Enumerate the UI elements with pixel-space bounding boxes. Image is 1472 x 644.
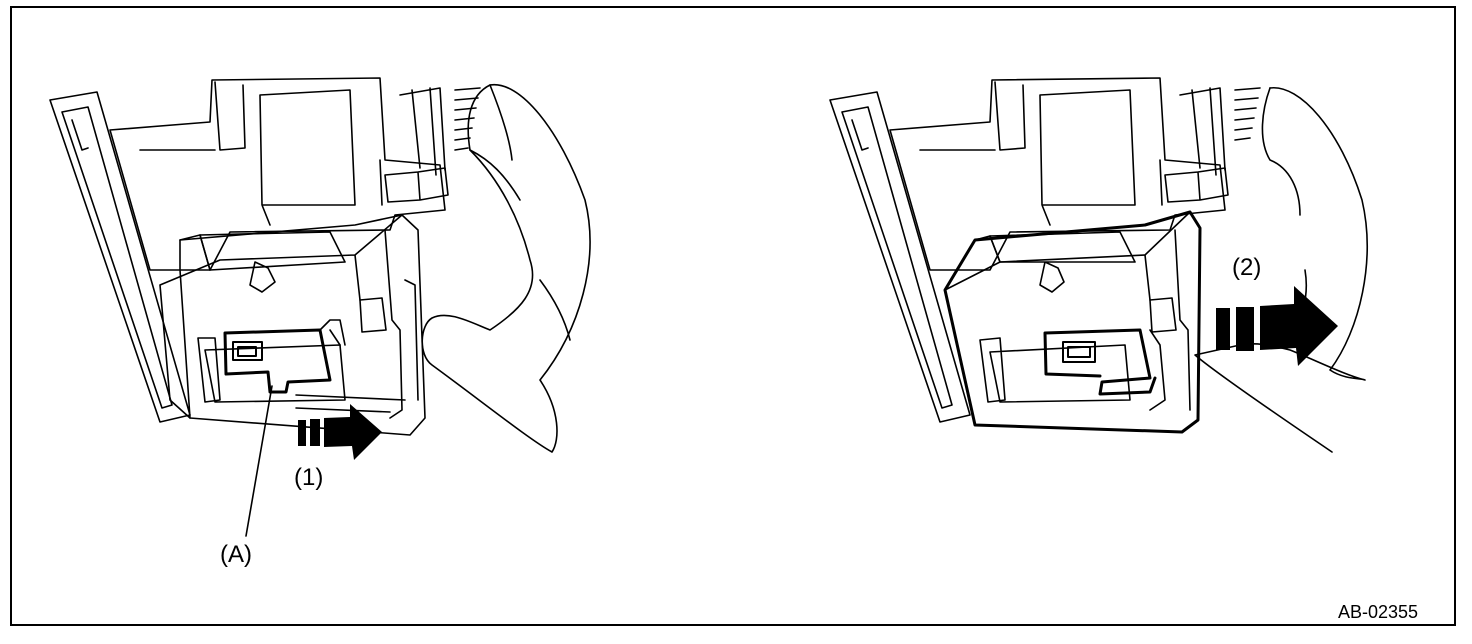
right-rail [829,91,971,423]
arrow-step-2 [1216,286,1338,366]
label-step-2: (2) [1232,254,1262,281]
left-hand [421,84,591,453]
leader-a [245,385,273,537]
left-lock-lever [223,328,332,394]
figure-code: AB-02355 [1338,602,1419,622]
right-panel [829,77,1368,453]
right-connector-body [943,210,1202,434]
arrow-step-1 [298,404,382,460]
left-panel [49,77,591,537]
label-step-1: (1) [294,464,324,491]
right-housing [889,77,1226,271]
left-connector-body [179,214,426,436]
right-hand [1194,87,1368,453]
right-lock-lever [1043,328,1157,396]
left-rail [49,91,191,423]
figure-frame [10,6,1456,626]
label-part-a: (A) [220,541,252,568]
